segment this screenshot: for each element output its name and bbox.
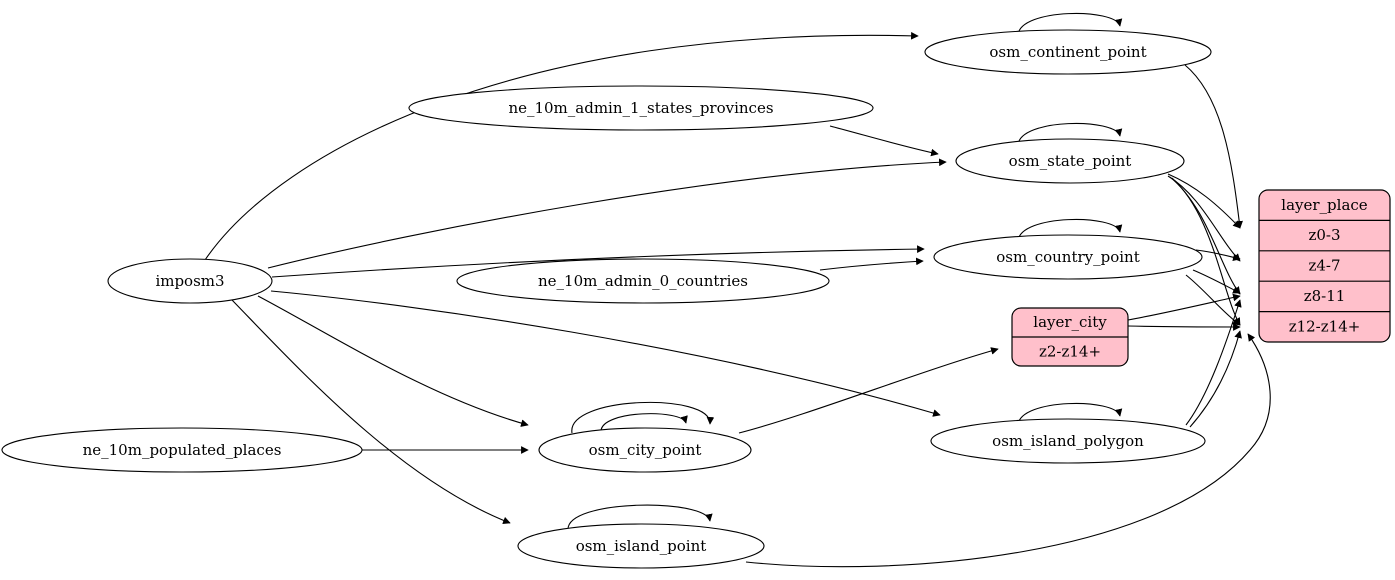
edge-ne-countries-to-osm-country-point xyxy=(819,257,924,271)
edge-osm-city-point-self-loop-outer xyxy=(571,401,715,434)
edge-layer-city-to-layer-place-z12-z14 xyxy=(1127,323,1241,331)
node-imposm3-shape[interactable] xyxy=(107,258,273,304)
node-layer: imposm3 ne_10m_admin_1_states_provinces … xyxy=(1,29,1212,569)
edge-osm-continent-point-to-layer-place-z0-3 xyxy=(1184,64,1244,229)
record-layer-place-box[interactable] xyxy=(1258,189,1391,343)
edge-imposm3-to-osm-state-point xyxy=(267,158,947,269)
edge-osm-island-polygon-to-layer-place-z12-z14 xyxy=(1189,330,1242,428)
edge-osm-state-point-to-layer-place-z8-11 xyxy=(1169,176,1241,295)
node-osm-continent-point[interactable]: osm_continent_point xyxy=(924,29,1212,75)
record-layer-city[interactable]: layer_city z2-z14+ xyxy=(1011,307,1129,367)
edge-imposm3-to-osm-city-point xyxy=(257,295,529,427)
node-osm-island-polygon-shape[interactable] xyxy=(930,418,1206,464)
edge-osm-island-polygon-to-layer-place-z8-11 xyxy=(1185,299,1242,426)
edge-layer-city-to-layer-place-z8-11 xyxy=(1127,293,1241,321)
edge-osm-island-point-self-loop xyxy=(567,504,713,531)
node-ne-10m-populated-places[interactable]: ne_10m_populated_places xyxy=(1,427,363,473)
edge-imposm3-to-osm-island-point xyxy=(231,299,511,525)
record-layer-place[interactable]: layer_place z0-3 z4-7 z8-11 z12-z14+ xyxy=(1258,189,1391,343)
node-osm-state-point-shape[interactable] xyxy=(955,138,1185,184)
node-osm-continent-point-shape[interactable] xyxy=(924,29,1212,75)
edge-osm-state-point-to-layer-place-z12-z14 xyxy=(1171,177,1241,326)
node-osm-city-point-shape[interactable] xyxy=(538,427,752,473)
node-ne-10m-admin-1-states-provinces[interactable]: ne_10m_admin_1_states_provinces xyxy=(408,85,874,131)
edge-osm-continent-point-self-loop xyxy=(1017,12,1123,36)
edge-osm-country-point-to-layer-place-z8-11 xyxy=(1192,269,1241,294)
node-ne-states-shape[interactable] xyxy=(408,85,874,131)
edge-osm-state-point-self-loop xyxy=(1017,122,1123,146)
edge-imposm3-to-osm-island-polygon xyxy=(270,290,941,417)
node-ne-places-shape[interactable] xyxy=(1,427,363,473)
edge-ne-states-to-osm-state-point xyxy=(829,125,939,157)
edge-layer xyxy=(204,12,1271,568)
edge-osm-island-point-to-layer-place-z12-z14 xyxy=(745,333,1271,568)
edge-osm-city-point-to-layer-city-z2-z14 xyxy=(738,347,999,434)
edge-osm-country-point-self-loop xyxy=(1017,218,1123,242)
edge-osm-country-point-to-layer-place-z4-7 xyxy=(1195,249,1241,262)
node-ne-countries-shape[interactable] xyxy=(456,258,830,304)
node-ne-10m-admin-0-countries[interactable]: ne_10m_admin_0_countries xyxy=(456,258,830,304)
node-osm-state-point[interactable]: osm_state_point xyxy=(955,138,1185,184)
edge-osm-state-point-to-layer-place-z0-3 xyxy=(1167,173,1241,229)
edge-osm-city-point-self-loop-inner xyxy=(600,413,688,432)
node-osm-country-point[interactable]: osm_country_point xyxy=(933,234,1203,280)
node-osm-island-polygon[interactable]: osm_island_polygon xyxy=(930,418,1206,464)
node-imposm3[interactable]: imposm3 xyxy=(107,258,273,304)
node-osm-country-point-shape[interactable] xyxy=(933,234,1203,280)
node-osm-city-point[interactable]: osm_city_point xyxy=(538,427,752,473)
node-osm-island-point[interactable]: osm_island_point xyxy=(517,523,765,569)
node-osm-island-point-shape[interactable] xyxy=(517,523,765,569)
edge-osm-country-point-to-layer-place-z12-z14 xyxy=(1185,274,1241,326)
edge-imposm3-to-osm-continent-point xyxy=(204,31,919,261)
edge-osm-island-polygon-self-loop xyxy=(1017,402,1123,426)
edge-imposm3-to-osm-country-point xyxy=(271,245,925,278)
